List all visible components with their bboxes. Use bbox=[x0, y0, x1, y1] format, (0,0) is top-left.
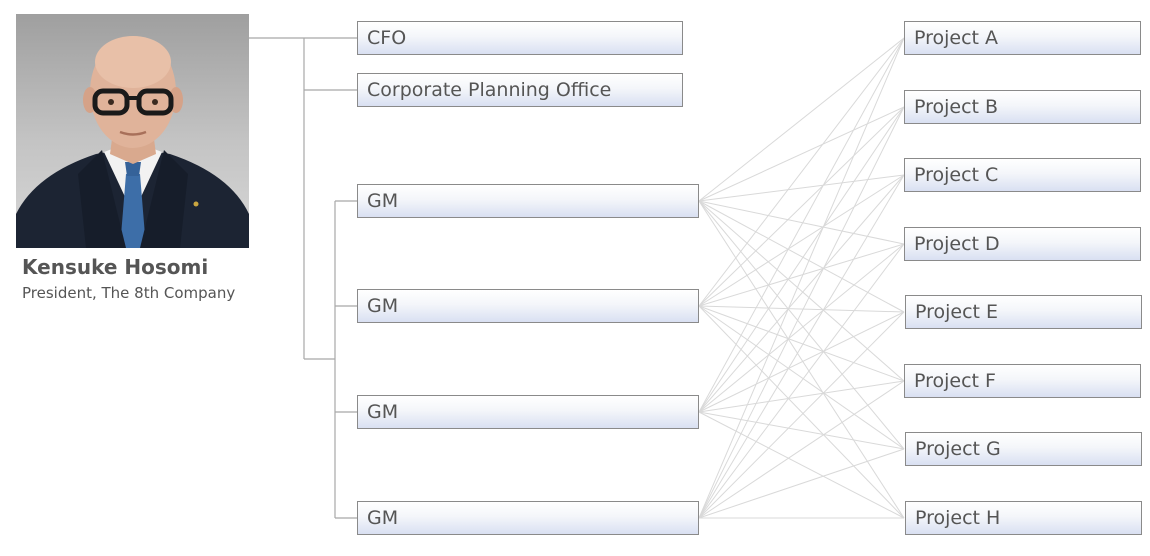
gm-3-to-project-a-link bbox=[698, 37, 905, 413]
gm-2-to-project-g-link bbox=[698, 305, 905, 450]
president-name: Kensuke Hosomi bbox=[22, 255, 209, 279]
project-g-box: Project G bbox=[905, 432, 1142, 466]
gm-2-to-project-b-link bbox=[698, 106, 905, 307]
gm-3-to-project-d-link bbox=[698, 243, 905, 413]
project-f-box: Project F bbox=[904, 364, 1141, 398]
gm-3-to-project-f-link bbox=[698, 380, 905, 413]
gm-2-to-project-c-link bbox=[698, 174, 905, 307]
gm-2-to-project-d-link bbox=[698, 243, 905, 307]
gm-2-to-project-a-link bbox=[698, 37, 905, 307]
gm-box: GM bbox=[357, 184, 699, 218]
gm-1-to-project-f-link bbox=[698, 200, 905, 382]
project-h-box: Project H bbox=[905, 501, 1142, 535]
gm-2-to-project-e-link bbox=[698, 305, 905, 313]
gm-4-to-project-f-link bbox=[698, 380, 905, 519]
gm-box: GM bbox=[357, 395, 699, 429]
gm-1-to-project-a-link bbox=[698, 37, 905, 202]
gm-4-to-project-d-link bbox=[698, 243, 905, 519]
gm-4-to-project-c-link bbox=[698, 174, 905, 519]
gm-4-to-project-a-link bbox=[698, 37, 905, 519]
project-d-box: Project D bbox=[904, 227, 1141, 261]
corporate-planning-office-box: Corporate Planning Office bbox=[357, 73, 683, 107]
president-to-staff-connector bbox=[249, 37, 357, 359]
gm-1-to-project-g-link bbox=[698, 200, 905, 450]
gm-1-to-project-d-link bbox=[698, 200, 905, 245]
gm-1-to-project-c-link bbox=[698, 174, 905, 202]
gm-2-to-project-f-link bbox=[698, 305, 905, 382]
gm-3-to-project-g-link bbox=[698, 411, 905, 450]
president-title: President, The 8th Company bbox=[22, 284, 236, 302]
gm-4-to-project-e-link bbox=[698, 311, 905, 519]
gm-3-to-project-b-link bbox=[698, 106, 905, 413]
gm-1-to-project-e-link bbox=[698, 200, 905, 313]
gm-1-to-project-h-link bbox=[698, 200, 905, 519]
gm-4-to-project-b-link bbox=[698, 106, 905, 519]
portrait-photo bbox=[16, 36, 249, 248]
gm-1-to-project-b-link bbox=[698, 106, 905, 202]
gm-3-to-project-c-link bbox=[698, 174, 905, 413]
gm-3-to-project-h-link bbox=[698, 411, 905, 519]
project-c-box: Project C bbox=[904, 158, 1141, 192]
gm-box: GM bbox=[357, 501, 699, 535]
hierarchy-connectors bbox=[249, 37, 357, 519]
president-photo bbox=[16, 14, 249, 248]
gm-project-mesh bbox=[698, 37, 905, 519]
gm-4-to-project-g-link bbox=[698, 448, 905, 519]
project-e-box: Project E bbox=[905, 295, 1142, 329]
gm-branch-connector bbox=[304, 200, 357, 519]
gm-2-to-project-h-link bbox=[698, 305, 905, 519]
cfo-box: CFO bbox=[357, 21, 683, 55]
gm-box: GM bbox=[357, 289, 699, 323]
project-a-box: Project A bbox=[904, 21, 1141, 55]
project-b-box: Project B bbox=[904, 90, 1141, 124]
gm-3-to-project-e-link bbox=[698, 311, 905, 413]
